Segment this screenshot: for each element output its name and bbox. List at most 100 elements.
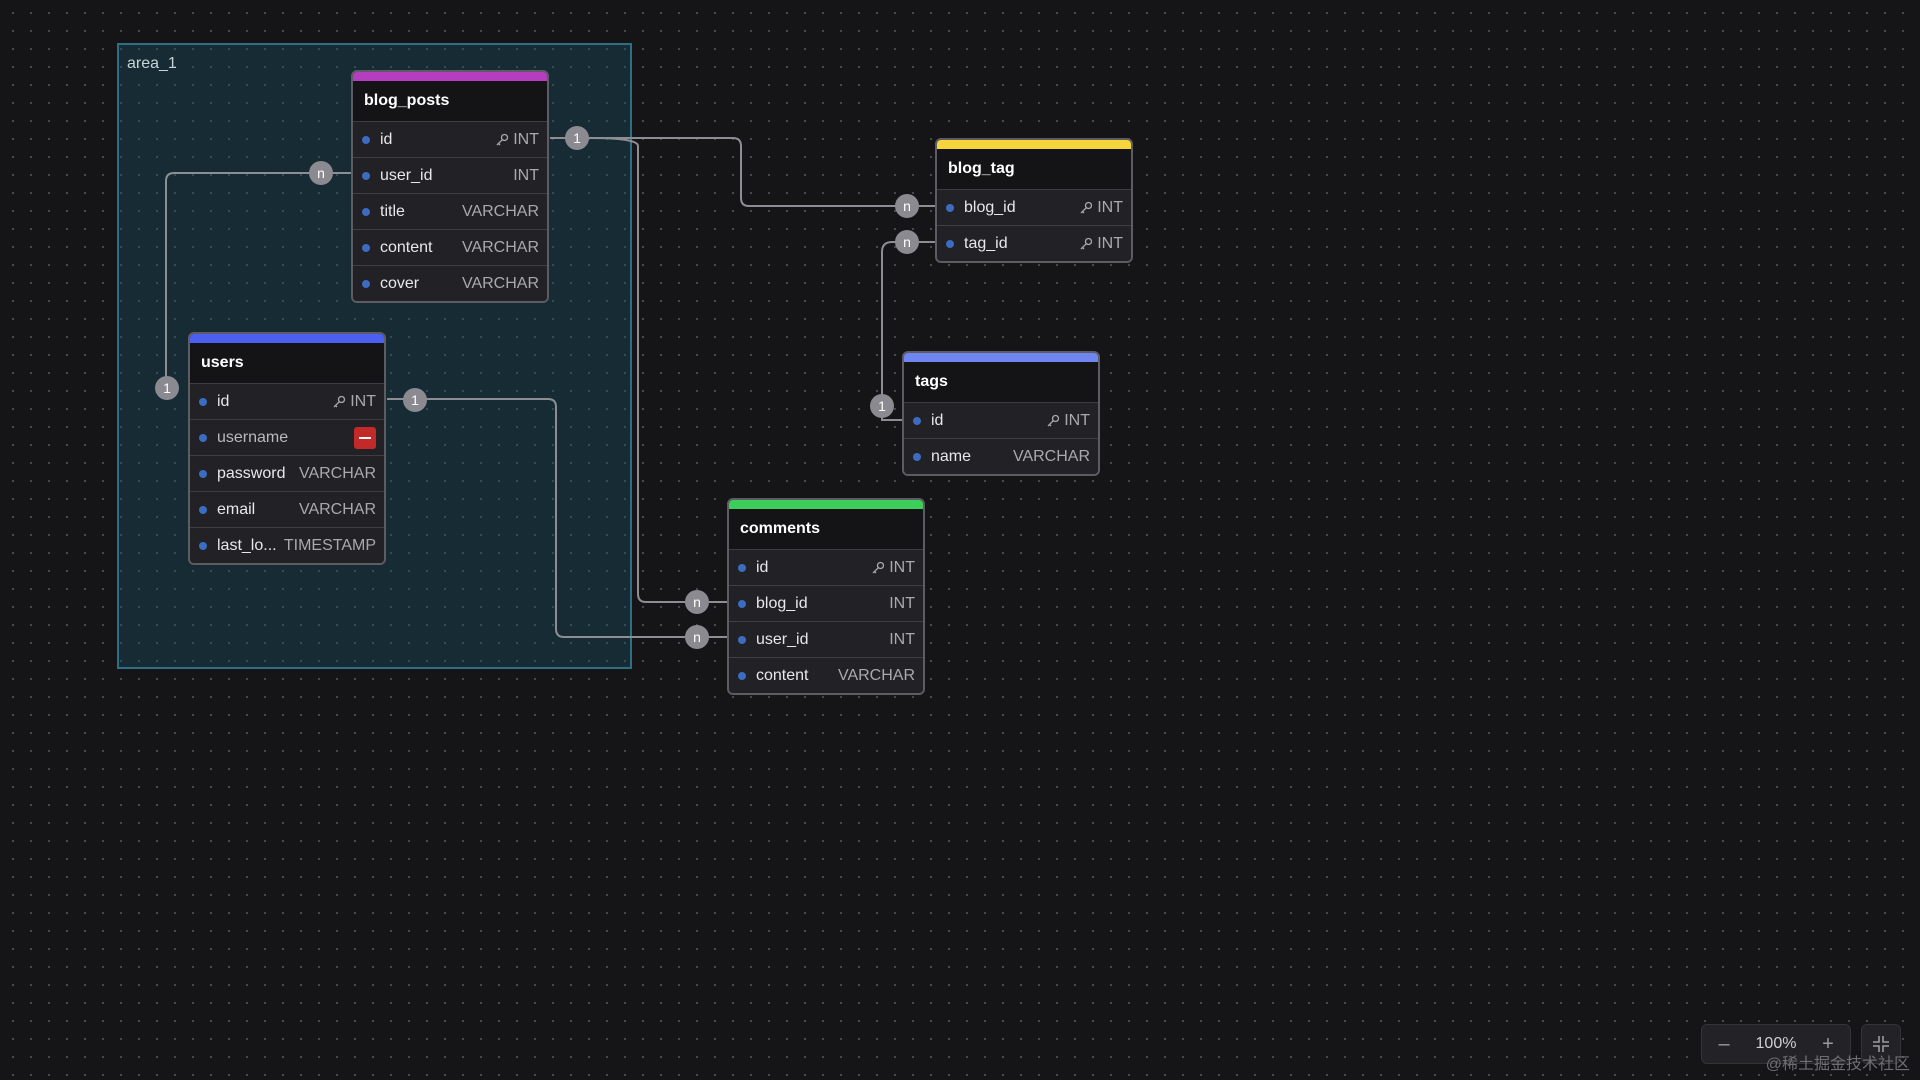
field-type: VARCHAR <box>1013 448 1090 466</box>
field-name: username <box>217 428 289 446</box>
field-handle-dot[interactable] <box>362 207 370 216</box>
field-name: id <box>217 392 230 410</box>
field-name: cover <box>380 274 420 292</box>
cardinality-badge-many[interactable]: n <box>895 194 919 218</box>
field-row[interactable]: title VARCHAR <box>353 193 547 229</box>
field-type: INT <box>1046 412 1090 430</box>
field-type: INT <box>495 131 539 149</box>
table-title: blog_posts <box>353 81 547 121</box>
field-type-label: INT <box>889 594 915 612</box>
field-type-label: INT <box>1064 411 1090 429</box>
field-name: email <box>217 500 256 518</box>
field-row[interactable]: blog_id INT <box>937 189 1131 225</box>
minus-icon: – <box>1718 1032 1730 1055</box>
cardinality-badge-one[interactable]: 1 <box>403 388 427 412</box>
zoom-in-button[interactable]: + <box>1816 1033 1840 1056</box>
table-accent-bar <box>937 140 1131 149</box>
table-title: users <box>190 343 384 383</box>
field-type: INT <box>332 393 376 411</box>
fit-view-button[interactable] <box>1861 1024 1901 1064</box>
field-name: blog_id <box>964 198 1016 216</box>
field-handle-dot[interactable] <box>738 599 746 608</box>
field-type-label: VARCHAR <box>461 274 539 292</box>
cardinality-badge-many[interactable]: n <box>309 161 333 185</box>
field-name: content <box>380 238 433 256</box>
cardinality-badge-many[interactable]: n <box>895 230 919 254</box>
field-type: VARCHAR <box>299 501 376 519</box>
key-icon <box>332 395 346 409</box>
field-row[interactable]: id INT <box>353 121 547 157</box>
field-row[interactable]: email VARCHAR <box>190 491 384 527</box>
field-type-label: VARCHAR <box>1012 447 1090 465</box>
field-type-label: INT <box>889 630 915 648</box>
key-icon <box>1079 201 1093 215</box>
field-type-label: VARCHAR <box>461 202 539 220</box>
field-type-label: INT <box>513 130 539 148</box>
field-type: INT <box>889 595 915 613</box>
field-type-label: INT <box>350 392 376 410</box>
cardinality-badge-one[interactable]: 1 <box>870 394 894 418</box>
field-type-label: VARCHAR <box>837 666 915 684</box>
key-icon <box>1079 237 1093 251</box>
field-handle-dot[interactable] <box>199 541 207 550</box>
field-handle-dot[interactable] <box>362 171 370 180</box>
field-row[interactable]: id INT <box>729 549 923 585</box>
field-handle-dot[interactable] <box>913 416 921 425</box>
field-type: VARCHAR <box>462 239 539 257</box>
field-handle-dot[interactable] <box>946 203 954 212</box>
field-name: id <box>756 558 769 576</box>
cardinality-badge-one[interactable]: 1 <box>155 376 179 400</box>
field-handle-dot[interactable] <box>738 563 746 572</box>
cardinality-badge-one[interactable]: 1 <box>565 126 589 150</box>
field-type: VARCHAR <box>299 465 376 483</box>
field-type-label: INT <box>889 558 915 576</box>
field-handle-dot[interactable] <box>199 505 207 514</box>
cardinality-badge-many[interactable]: n <box>685 625 709 649</box>
field-type-label: INT <box>1097 198 1123 216</box>
field-name: title <box>380 202 405 220</box>
cardinality-badge-many[interactable]: n <box>685 590 709 614</box>
field-row[interactable]: username <box>190 419 384 455</box>
field-handle-dot[interactable] <box>199 469 207 478</box>
field-row[interactable]: id INT <box>190 383 384 419</box>
field-handle-dot[interactable] <box>946 239 954 248</box>
field-handle-dot[interactable] <box>913 452 921 461</box>
field-handle-dot[interactable] <box>362 135 370 144</box>
field-name: id <box>931 411 944 429</box>
table-accent-bar <box>904 353 1098 362</box>
field-type: TIMESTAMP <box>284 537 376 555</box>
field-handle-dot[interactable] <box>362 279 370 288</box>
key-icon <box>495 133 509 147</box>
field-handle-dot[interactable] <box>199 433 207 442</box>
field-type: INT <box>889 631 915 649</box>
remove-field-button[interactable] <box>354 426 376 449</box>
zoom-out-button[interactable]: – <box>1712 1033 1736 1056</box>
table-title: tags <box>904 362 1098 402</box>
field-type-label: TIMESTAMP <box>283 536 376 554</box>
field-row[interactable]: content VARCHAR <box>353 229 547 265</box>
field-handle-dot[interactable] <box>738 671 746 680</box>
table-title: comments <box>729 509 923 549</box>
field-row[interactable]: cover VARCHAR <box>353 265 547 301</box>
area-label: area_1 <box>127 55 177 72</box>
field-handle-dot[interactable] <box>362 243 370 252</box>
field-handle-dot[interactable] <box>738 635 746 644</box>
field-name: id <box>380 130 393 148</box>
field-type-label: VARCHAR <box>461 238 539 256</box>
field-row[interactable]: id INT <box>904 402 1098 438</box>
field-handle-dot[interactable] <box>199 397 207 406</box>
field-row[interactable]: last_lo...TIMESTAMP <box>190 527 384 563</box>
